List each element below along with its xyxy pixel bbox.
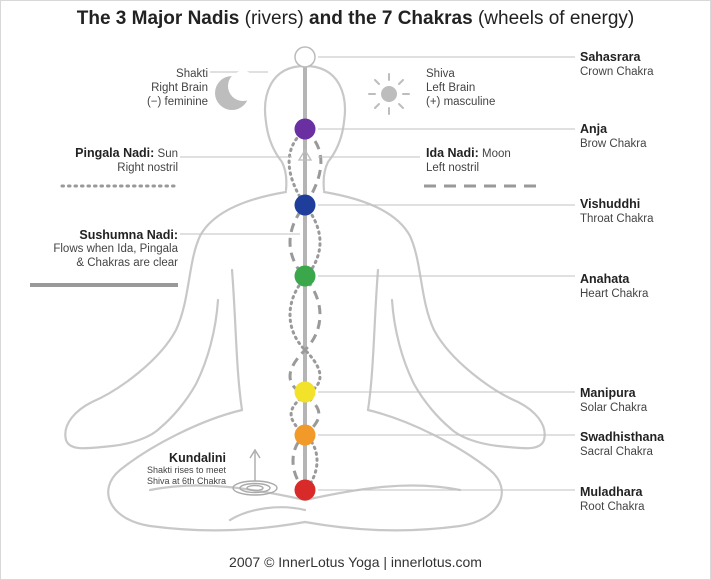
chakra-label-sahasrara: Sahasrara Crown Chakra: [580, 50, 654, 79]
vishuddhi-chakra-dot: [295, 195, 316, 216]
sushumna-nadi-name: Sushumna Nadi:: [20, 228, 178, 242]
pingala-nadi-name: Pingala Nadi:: [75, 146, 154, 160]
sahasrara-chakra-dot: [295, 47, 315, 67]
shakti-label-line2: Right Brain: [130, 81, 208, 95]
chakra-name-manipura: Manipura: [580, 386, 647, 401]
sushumna-nadi-line3: & Chakras are clear: [20, 256, 178, 270]
shakti-label: Shakti Right Brain (−) feminine: [130, 67, 208, 109]
chakra-label-vishuddhi: Vishuddhi Throat Chakra: [580, 197, 654, 226]
chakra-label-anja: Anja Brow Chakra: [580, 122, 646, 151]
ida-nadi-label: Ida Nadi: Moon Left nostril: [426, 146, 511, 175]
shiva-label: Shiva Left Brain (+) masculine: [426, 67, 495, 109]
shiva-label-line3: (+) masculine: [426, 95, 495, 109]
chakra-name-swadhisthana: Swadhisthana: [580, 430, 664, 445]
ida-nadi-name: Ida Nadi:: [426, 146, 479, 160]
chakra-label-manipura: Manipura Solar Chakra: [580, 386, 647, 415]
chakra-sub-anahata: Heart Chakra: [580, 287, 648, 301]
kundalini-line3: Shiva at 6th Chakra: [118, 476, 226, 487]
chakra-label-muladhara: Muladhara Root Chakra: [580, 485, 645, 514]
chakra-name-anahata: Anahata: [580, 272, 648, 287]
chakra-name-sahasrara: Sahasrara: [580, 50, 654, 65]
pingala-nadi-label: Pingala Nadi: Sun Right nostril: [30, 146, 178, 175]
muladhara-chakra-dot: [295, 480, 316, 501]
chakra-name-anja: Anja: [580, 122, 646, 137]
ida-nadi-moon: Moon: [482, 148, 511, 160]
sushumna-nadi-line2: Flows when Ida, Pingala: [20, 242, 178, 256]
kundalini-coil-icon: [233, 450, 277, 495]
moon-icon: [215, 71, 258, 110]
shiva-label-line2: Left Brain: [426, 81, 495, 95]
kundalini-name: Kundalini: [118, 451, 226, 465]
pingala-nadi-sun: Sun: [158, 148, 178, 160]
shakti-label-line1: Shakti: [130, 67, 208, 81]
chakra-name-vishuddhi: Vishuddhi: [580, 197, 654, 212]
chakra-sub-manipura: Solar Chakra: [580, 401, 647, 415]
sun-icon: [369, 74, 409, 114]
sushumna-nadi-label: Sushumna Nadi: Flows when Ida, Pingala &…: [20, 228, 178, 270]
ida-nadi-nostril: Left nostril: [426, 161, 511, 175]
chakra-name-muladhara: Muladhara: [580, 485, 645, 500]
chakra-sub-swadhisthana: Sacral Chakra: [580, 445, 664, 459]
chakra-sub-vishuddhi: Throat Chakra: [580, 212, 654, 226]
kundalini-line2: Shakti rises to meet: [118, 465, 226, 476]
chakra-sub-anja: Brow Chakra: [580, 137, 646, 151]
kundalini-label: Kundalini Shakti rises to meet Shiva at …: [118, 451, 226, 487]
chakra-label-anahata: Anahata Heart Chakra: [580, 272, 648, 301]
manipura-chakra-dot: [295, 382, 316, 403]
copyright-footer: 2007 © InnerLotus Yoga | innerlotus.com: [0, 554, 711, 570]
pingala-nadi-nostril: Right nostril: [30, 161, 178, 175]
chakra-sub-muladhara: Root Chakra: [580, 500, 645, 514]
shiva-label-line1: Shiva: [426, 67, 495, 81]
swadhisthana-chakra-dot: [295, 425, 316, 446]
anja-chakra-dot: [295, 119, 316, 140]
chakra-label-swadhisthana: Swadhisthana Sacral Chakra: [580, 430, 664, 459]
chakra-sub-sahasrara: Crown Chakra: [580, 65, 654, 79]
anahata-chakra-dot: [295, 266, 316, 287]
shakti-label-line3: (−) feminine: [130, 95, 208, 109]
